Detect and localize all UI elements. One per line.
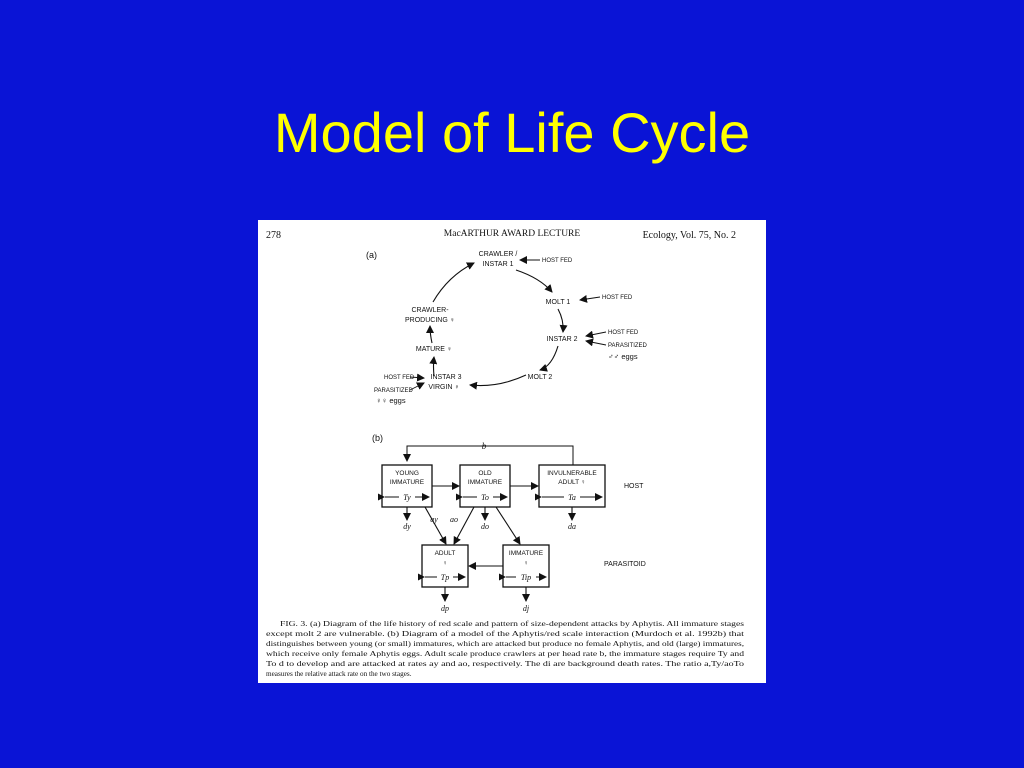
old-immature-label-2: IMMATURE [468, 479, 503, 486]
caption-line-6: measures the relative attack rate on the… [266, 670, 412, 678]
figure-running-title: MacARTHUR AWARD LECTURE [444, 229, 581, 239]
node-crawler-2: INSTAR 1 [483, 261, 514, 268]
invulnerable-adult-label: INVULNERABLE [547, 470, 597, 477]
node-crawler-producing-2: PRODUCING ♀ [405, 317, 455, 324]
node-mature: MATURE ♀ [416, 346, 452, 353]
parasitoid-adult-label: ADULT [435, 550, 456, 557]
invulnerable-adult-label-2: ADULT ♀ [558, 479, 585, 486]
annotation-host-fed-molt1: HOST FED [602, 295, 633, 301]
caption-line-4: which receive only female Aphytis eggs. … [266, 650, 745, 658]
caption-line-2: except molt 2 are vulnerable. (b) Diagra… [266, 630, 744, 638]
old-immature-label: OLD [478, 470, 492, 477]
time-to: To [481, 493, 489, 502]
annotation-host-fed-instar2: HOST FED [608, 330, 639, 336]
rate-dj: dj [523, 604, 530, 613]
panel-a-label: (a) [366, 250, 377, 260]
annotation-female-eggs: ♀♀ eggs [376, 396, 406, 405]
figure-image: 278 MacARTHUR AWARD LECTURE Ecology, Vol… [258, 220, 766, 683]
caption-line-1: FIG. 3. (a) Diagram of the life history … [280, 620, 744, 628]
caption-line-3: distinguishes between young (or small) i… [266, 640, 744, 648]
rate-do: do [481, 522, 489, 531]
young-immature-label: YOUNG [395, 470, 419, 477]
node-molt1: MOLT 1 [546, 299, 571, 306]
row-label-host: HOST [624, 483, 644, 490]
node-instar3-2: VIRGIN ♀ [428, 384, 459, 391]
time-ty: Ty [403, 493, 411, 502]
panel-b-label: (b) [372, 433, 383, 443]
parasitoid-adult-label-2: ♀ [443, 560, 448, 567]
figure-journal: Ecology, Vol. 75, No. 2 [643, 230, 736, 241]
parasitoid-immature-label: IMMATURE [509, 550, 544, 557]
time-ta: Ta [568, 493, 576, 502]
annotation-host-fed-crawler: HOST FED [542, 258, 573, 264]
node-instar3: INSTAR 3 [431, 374, 462, 381]
figure-page-number: 278 [266, 230, 281, 241]
parasitoid-immature-label-2: ♀ [524, 560, 529, 567]
annotation-parasitized-instar3: PARASITIZED [374, 388, 414, 394]
row-label-parasitoid: PARASITOID [604, 561, 646, 568]
annotation-male-eggs: ♂♂ eggs [608, 352, 638, 361]
annotation-parasitized-instar2: PARASITIZED [608, 343, 648, 349]
slide-title: Model of Life Cycle [273, 101, 751, 164]
rate-dp: dp [441, 604, 449, 613]
time-tp: Tp [441, 573, 449, 582]
rate-dy: dy [403, 522, 411, 531]
node-instar2: INSTAR 2 [547, 336, 578, 343]
rate-b: b [482, 441, 487, 451]
caption-line-5: To d to develop and are attacked at rate… [266, 660, 745, 668]
young-immature-label-2: IMMATURE [390, 479, 425, 486]
rate-ay: ay [430, 515, 438, 524]
node-crawler: CRAWLER / [479, 251, 518, 258]
node-molt2: MOLT 2 [528, 374, 553, 381]
annotation-host-fed-instar3: HOST FED [384, 375, 415, 381]
node-crawler-producing: CRAWLER- [411, 307, 449, 314]
time-tip: Tip [521, 573, 531, 582]
rate-da: da [568, 522, 576, 531]
rate-ao: ao [450, 515, 458, 524]
